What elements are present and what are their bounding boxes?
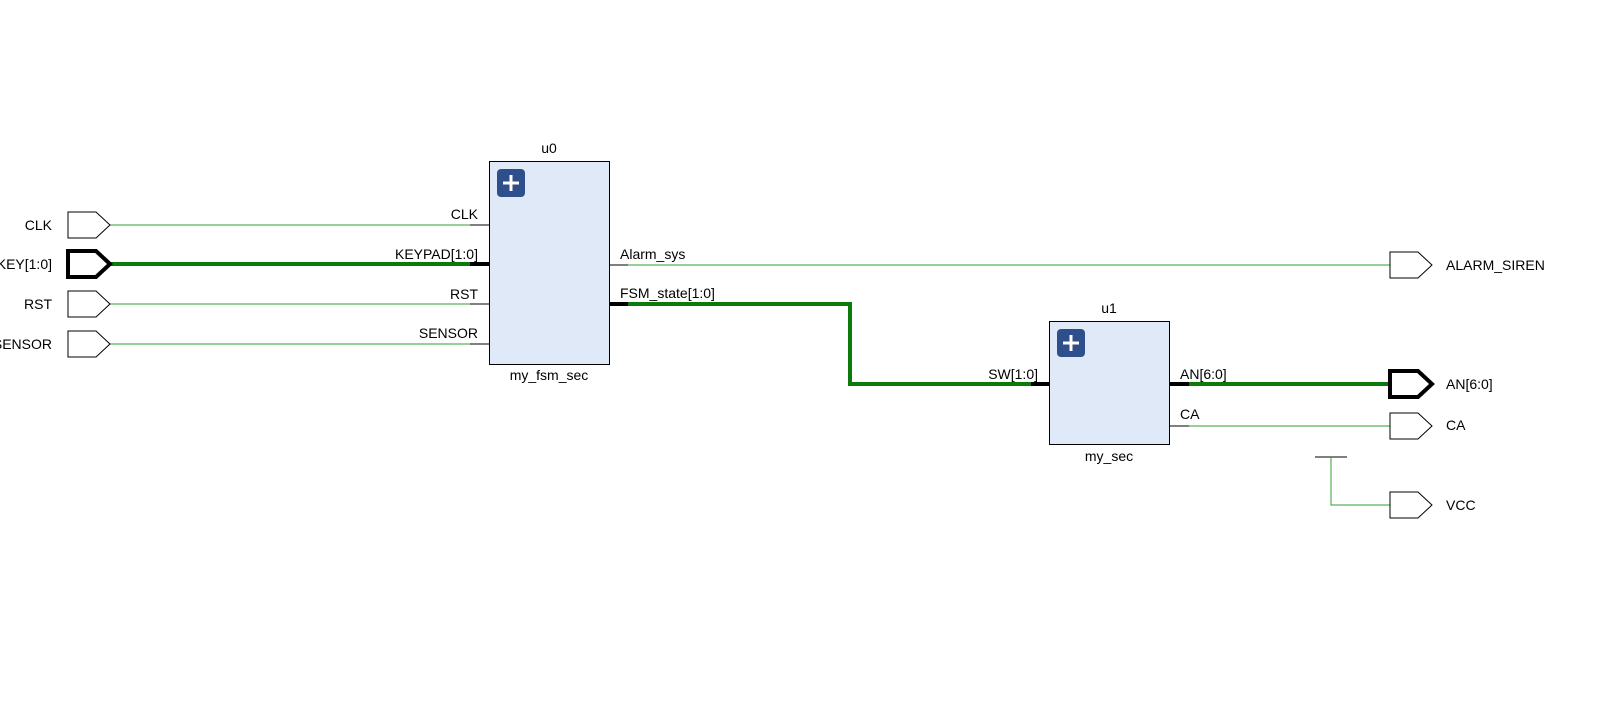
port-rst-shape[interactable] [67,290,111,318]
port-sensor-shape[interactable] [67,330,111,358]
cell-u0-pin-alarm-sys-label: Alarm_sys [620,246,685,262]
cell-u1-pin-an-label: AN[6:0] [1180,366,1227,382]
input-port-sensor[interactable]: SENSOR [0,330,111,358]
cell-u0-pin-fsm-state-label: FSM_state[1:0] [620,285,715,301]
net-fsm-state-bus[interactable] [628,302,1031,386]
port-sensor-label: SENSOR [0,336,52,352]
port-alarm-siren-shape[interactable] [1389,251,1433,279]
input-port-clk[interactable]: CLK [25,211,111,239]
input-port-key[interactable]: KEY[1:0] [0,249,113,279]
input-ports: CLK KEY[1:0] RST SENSOR [0,211,113,358]
port-vcc-shape[interactable] [1389,491,1433,519]
cell-u1-pin-sw-label: SW[1:0] [988,366,1038,382]
cell-u0[interactable]: u0 CLK KEYPAD[1:0] RST SENSOR Alarm_sys … [395,140,715,383]
cell-u1[interactable]: u1 SW[1:0] AN[6:0] CA my_sec [988,300,1227,464]
port-an-shape[interactable] [1388,369,1435,399]
cell-u0-expand-button[interactable] [497,169,525,197]
port-rst-label: RST [24,296,52,312]
input-port-rst[interactable]: RST [24,290,111,318]
port-clk-shape[interactable] [67,211,111,239]
cell-u0-pin-rst-label: RST [450,286,478,302]
port-key-shape[interactable] [66,249,113,279]
output-port-an[interactable]: AN[6:0] [1388,369,1493,399]
output-port-ca[interactable]: CA [1389,412,1466,440]
output-ports: ALARM_SIREN AN[6:0] CA VCC [1388,251,1545,519]
port-alarm-siren-label: ALARM_SIREN [1446,257,1545,273]
output-port-vcc[interactable]: VCC [1389,491,1476,519]
nets [110,224,1390,427]
net-vcc[interactable] [1330,457,1390,506]
cell-u1-expand-button[interactable] [1057,329,1085,357]
cell-u1-module-name: my_sec [1085,448,1133,464]
port-ca-label: CA [1446,417,1466,433]
cell-u1-pin-ca-label: CA [1180,406,1200,422]
port-an-label: AN[6:0] [1446,376,1493,392]
port-vcc-label: VCC [1446,497,1476,513]
vcc-constant[interactable] [1315,456,1390,506]
cell-u0-pin-sensor-label: SENSOR [419,325,478,341]
port-ca-shape[interactable] [1389,412,1433,440]
cell-u0-pin-clk-label: CLK [451,206,479,222]
pin-stubs [470,224,1189,427]
cell-u1-instance-name: u1 [1101,300,1117,316]
port-clk-label: CLK [25,217,53,233]
cell-u0-pin-keypad-label: KEYPAD[1:0] [395,246,478,262]
cell-u0-module-name: my_fsm_sec [510,367,589,383]
cell-u0-instance-name: u0 [541,140,557,156]
port-key-label: KEY[1:0] [0,256,52,272]
output-port-alarm-siren[interactable]: ALARM_SIREN [1389,251,1545,279]
